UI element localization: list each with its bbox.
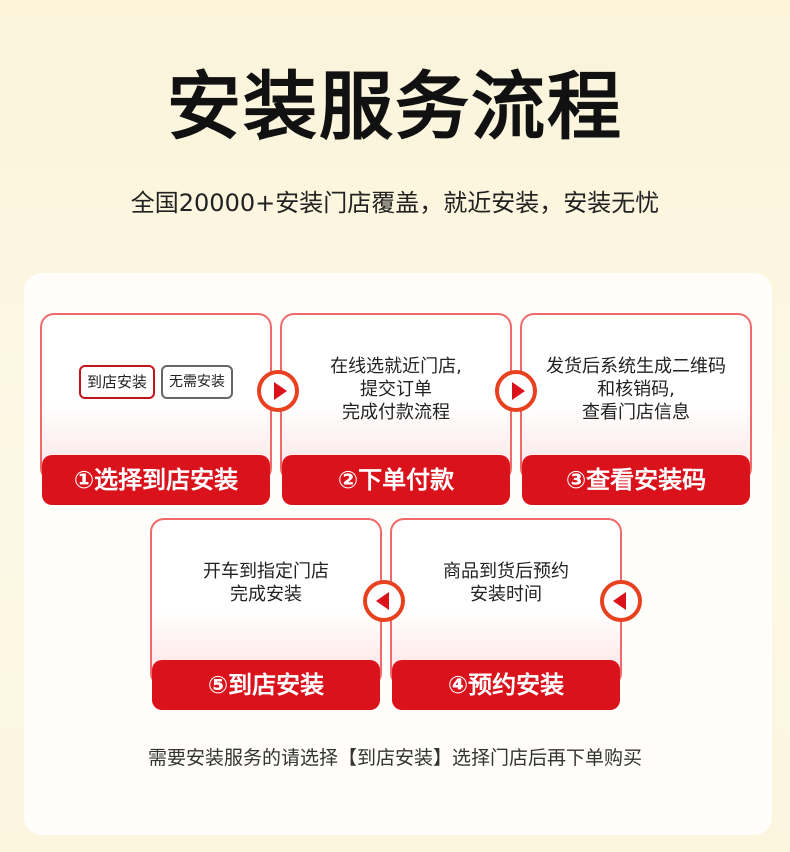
step-card-2: 在线选就近门店, 提交订单 完成付款流程 ②下单付款 <box>280 313 512 505</box>
page-title: 安装服务流程 <box>167 64 623 150</box>
step-description-3: 发货后系统生成二维码 和核销码, 查看门店信息 <box>546 356 726 423</box>
arrow-right-icon <box>495 370 537 412</box>
step-label-5: ⑤到店安装 <box>152 660 380 710</box>
install-option-group: 到店安装 无需安装 <box>42 365 270 399</box>
step-card-5: 开车到指定门店 完成安装 ⑤到店安装 <box>150 518 382 710</box>
step-card-box: 到店安装 无需安装 <box>40 313 272 482</box>
step-card-3: 发货后系统生成二维码 和核销码, 查看门店信息 ③查看安装码 <box>520 313 752 505</box>
arrow-left-icon <box>600 580 642 622</box>
footer-note: 需要安装服务的请选择【到店安装】选择门店后再下单购买 <box>147 747 642 769</box>
page-subtitle: 全国20000+安装门店覆盖，就近安装，安装无忧 <box>130 189 660 217</box>
step-card-box: 发货后系统生成二维码 和核销码, 查看门店信息 <box>520 313 752 482</box>
step-description-5: 开车到指定门店 完成安装 <box>203 561 329 605</box>
step-label-4: ④预约安装 <box>392 660 620 710</box>
step-description-2: 在线选就近门店, 提交订单 完成付款流程 <box>330 356 462 423</box>
option-store-install-chip[interactable]: 到店安装 <box>78 365 155 399</box>
option-no-install-chip[interactable]: 无需安装 <box>161 365 233 399</box>
step-card-box: 开车到指定门店 完成安装 <box>150 518 382 687</box>
step-label-3: ③查看安装码 <box>522 455 750 505</box>
step-card-4: 商品到货后预约 安装时间 ④预约安装 <box>390 518 622 710</box>
step-card-box: 商品到货后预约 安装时间 <box>390 518 622 687</box>
step-label-1: ①选择到店安装 <box>42 455 270 505</box>
step-card-1: 到店安装 无需安装 ①选择到店安装 <box>40 313 272 505</box>
arrow-left-icon <box>363 580 405 622</box>
arrow-right-icon <box>257 370 299 412</box>
step-label-2: ②下单付款 <box>282 455 510 505</box>
step-description-4: 商品到货后预约 安装时间 <box>443 561 569 605</box>
